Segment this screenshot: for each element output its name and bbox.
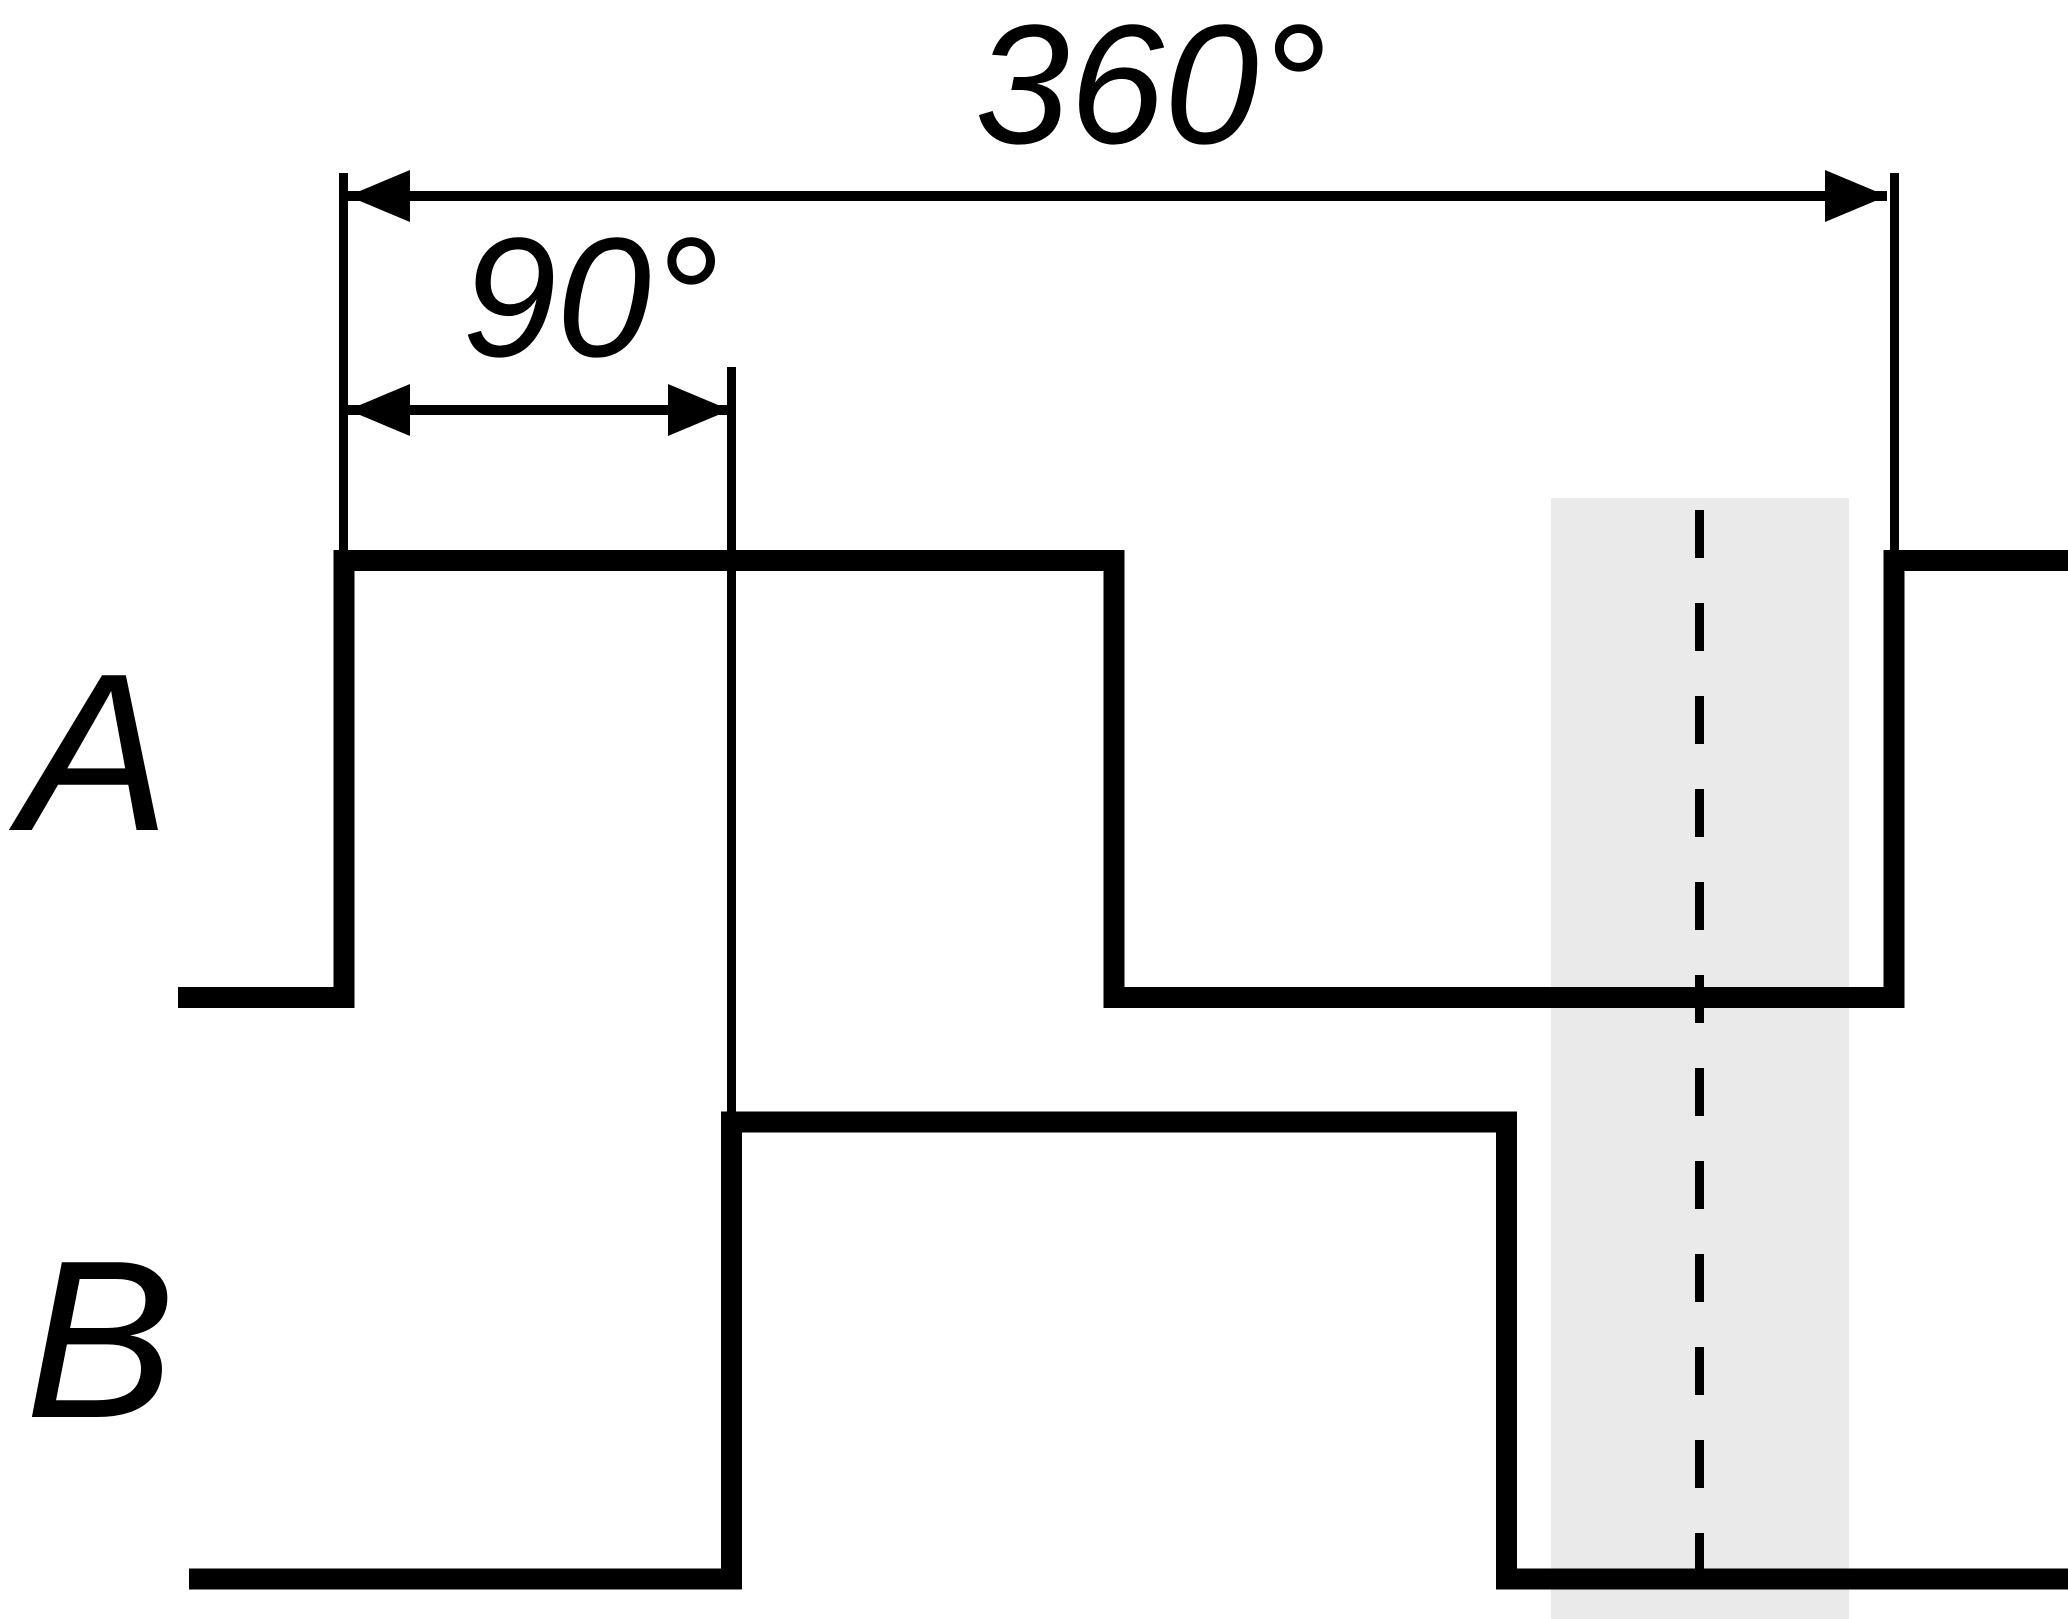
dimension-label-360: 360°	[975, 0, 1327, 180]
dimension-label-90: 90°	[462, 203, 720, 393]
dimension-line-90	[348, 405, 730, 415]
signal-a-waveform	[178, 550, 2068, 1008]
arrowhead-right-90-icon	[668, 384, 730, 436]
dimension-line-360	[348, 191, 1887, 201]
arrowhead-left-90-icon	[348, 384, 410, 436]
extension-line-phase-90	[727, 367, 736, 1112]
arrowhead-right-360-icon	[1825, 170, 1887, 222]
signal-b-waveform	[189, 1111, 2068, 1590]
extension-line-cycle-end	[1890, 173, 1899, 550]
signal-b-label: B	[24, 1213, 176, 1465]
arrowhead-left-360-icon	[348, 170, 410, 222]
dashed-marker-line	[1695, 510, 1704, 1619]
signal-a-label: A	[19, 626, 171, 878]
extension-line-cycle-start	[339, 173, 348, 550]
